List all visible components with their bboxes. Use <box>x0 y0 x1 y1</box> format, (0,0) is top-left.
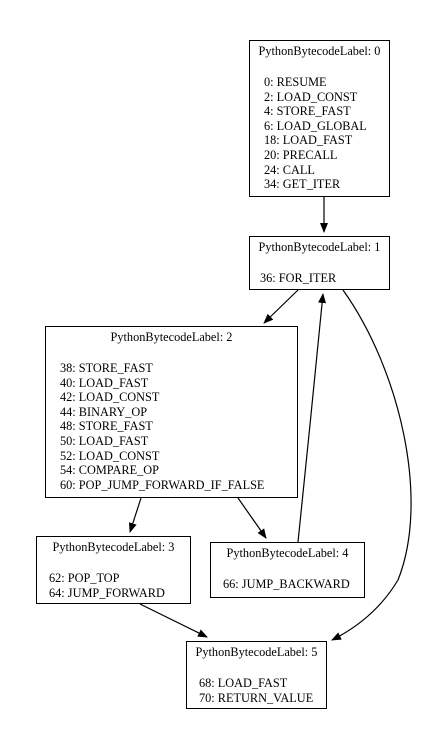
node-label-1: PythonBytecodeLabel: 1 36: FOR_ITER <box>249 236 390 290</box>
instruction-line: 68: LOAD_FAST <box>199 676 288 690</box>
instruction-line: 60: POP_JUMP_FORWARD_IF_FALSE <box>60 477 265 492</box>
edge-4-to-1 <box>297 293 327 543</box>
node-title: PythonBytecodeLabel: 4 <box>226 546 349 560</box>
instruction-line: 70: RETURN_VALUE <box>199 690 314 705</box>
instruction-line: 36: FOR_ITER <box>260 271 337 285</box>
instruction-line: 20: PRECALL <box>264 147 338 162</box>
edge-2-to-3 <box>128 497 142 533</box>
instruction-line: 52: LOAD_CONST <box>60 448 160 463</box>
instruction-line: 50: LOAD_FAST <box>60 433 149 448</box>
node-title: PythonBytecodeLabel: 3 <box>52 540 175 554</box>
instruction-line: 64: JUMP_FORWARD <box>49 585 165 600</box>
instruction-line: 62: POP_TOP <box>49 571 120 585</box>
instruction-line: 2: LOAD_CONST <box>264 89 358 104</box>
node-title: PythonBytecodeLabel: 2 <box>110 330 233 344</box>
instruction-line: 38: STORE_FAST <box>60 361 153 375</box>
instruction-line: 40: LOAD_FAST <box>60 375 149 390</box>
node-title: PythonBytecodeLabel: 5 <box>195 645 318 659</box>
edge-2-to-4 <box>237 497 267 539</box>
instruction-list: 36: FOR_ITER <box>260 271 336 286</box>
instruction-line: 0: RESUME <box>264 75 327 89</box>
instruction-line: 48: STORE_FAST <box>60 419 153 434</box>
edge-1-to-2 <box>263 289 299 324</box>
instruction-line: 6: LOAD_GLOBAL <box>264 118 367 133</box>
instruction-line: 4: STORE_FAST <box>264 104 351 119</box>
edge-1-to-5 <box>331 289 412 641</box>
instruction-line: 66: JUMP_BACKWARD <box>223 577 350 591</box>
node-title: PythonBytecodeLabel: 0 <box>258 44 381 58</box>
instruction-line: 44: BINARY_OP <box>60 404 148 419</box>
instruction-line: 18: LOAD_FAST <box>264 133 353 148</box>
instruction-list: 66: JUMP_BACKWARD <box>223 577 350 592</box>
instruction-line: 42: LOAD_CONST <box>60 390 160 405</box>
node-label-4: PythonBytecodeLabel: 4 66: JUMP_BACKWARD <box>210 542 365 598</box>
edge-3-to-5 <box>139 603 208 638</box>
instruction-line: 24: CALL <box>264 162 315 177</box>
node-title: PythonBytecodeLabel: 1 <box>258 240 381 254</box>
instruction-line: 34: GET_ITER <box>264 177 341 192</box>
instruction-line: 54: COMPARE_OP <box>60 463 159 478</box>
